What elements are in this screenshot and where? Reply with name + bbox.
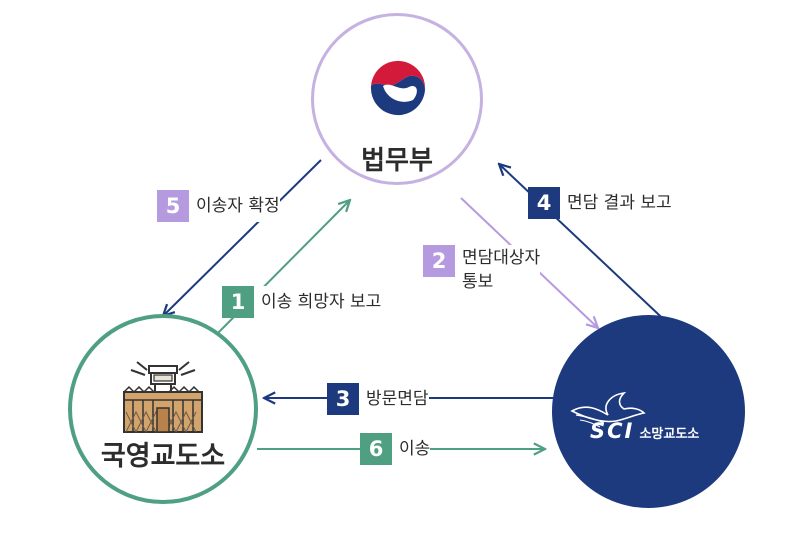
- step-1-label: 이송 희망자 보고: [261, 292, 382, 312]
- node-private-prison: SCI 소망교도소: [552, 315, 745, 508]
- sci-wordmark: SCI 소망교도소: [590, 419, 699, 443]
- sci-prison-name: 소망교도소: [639, 427, 700, 442]
- step-2-label: 면담대상자 통보: [462, 248, 541, 292]
- step-5-number: 5: [157, 190, 189, 222]
- taegeuk-emblem-icon: [370, 60, 426, 116]
- step-1: 1 이송 희망자 보고: [222, 286, 382, 318]
- dove-icon: [570, 391, 646, 428]
- ministry-label: 법무부: [361, 146, 433, 176]
- step-5: 5 이송자 확정: [157, 190, 280, 222]
- node-national-prison: 국영교도소: [68, 314, 258, 504]
- step-2: 2 면담대상자 통보: [423, 245, 541, 294]
- prison-watchtower-icon: [123, 361, 203, 434]
- sci-code: SCI: [590, 419, 635, 443]
- step-4-number: 4: [528, 187, 560, 219]
- step-6-label: 이송: [399, 439, 431, 459]
- arrow-step-5: [163, 159, 322, 316]
- step-1-number: 1: [222, 286, 254, 318]
- step-2-number: 2: [423, 245, 455, 277]
- node-ministry-of-justice: 법무부: [311, 13, 483, 185]
- step-4: 4 면담 결과 보고: [528, 187, 672, 219]
- national-prison-label: 국영교도소: [100, 441, 226, 472]
- step-3: 3 방문면담: [327, 383, 429, 415]
- step-3-number: 3: [327, 383, 359, 415]
- step-4-label: 면담 결과 보고: [567, 193, 672, 213]
- step-5-label: 이송자 확정: [196, 196, 280, 216]
- step-3-label: 방문면담: [366, 389, 429, 409]
- step-6-number: 6: [360, 433, 392, 465]
- step-6: 6 이송: [360, 433, 431, 465]
